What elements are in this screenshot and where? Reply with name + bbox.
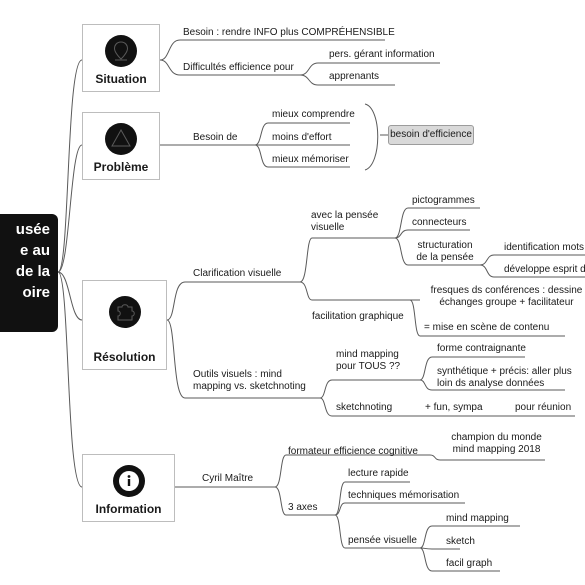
resolution-pensee-item[interactable]: pictogrammes [412, 195, 475, 206]
location-pin-icon [105, 35, 137, 67]
information-axes-item[interactable]: techniques mémorisation [348, 490, 460, 501]
resolution-facilitation-item[interactable]: = mise en scène de contenu [424, 322, 550, 333]
probleme-title: Problème [93, 160, 149, 174]
puzzle-piece-icon [108, 296, 141, 328]
probleme-item[interactable]: mieux comprendre [272, 109, 355, 120]
resolution-mindmapping-item[interactable]: forme contraignante [437, 343, 526, 354]
resolution-sketch-fun[interactable]: + fun, sympa [425, 402, 483, 413]
information-pensee-item[interactable]: facil graph [446, 558, 493, 569]
resolution-mindmapping-item[interactable]: synthétique + précis: aller plus loin ds… [437, 366, 572, 389]
resolution-title: Résolution [93, 350, 156, 364]
resolution-pensee-item[interactable]: connecteurs [412, 217, 467, 228]
resolution-pensee-item[interactable]: structuration de la pensée [416, 240, 474, 263]
probleme-item[interactable]: mieux mémoriser [272, 154, 349, 165]
probleme-node[interactable]: Problème [82, 112, 160, 180]
resolution-pensee-visuelle[interactable]: avec la pensée visuelle [311, 210, 379, 233]
probleme-item[interactable]: moins d'effort [272, 132, 332, 143]
information-pensee-item[interactable]: sketch [446, 536, 475, 547]
resolution-structuration-item[interactable]: développe esprit d [504, 264, 585, 275]
root-line: oire [22, 284, 50, 301]
root-node[interactable]: usée e au de la oire [0, 214, 58, 332]
situation-title: Situation [95, 72, 147, 86]
resolution-node[interactable]: Résolution [82, 280, 167, 370]
information-node[interactable]: Information [82, 454, 175, 522]
resolution-outils[interactable]: Outils visuels : mind mapping vs. sketch… [193, 369, 306, 392]
information-cyril[interactable]: Cyril Maître [202, 473, 254, 484]
resolution-sketch-reunion[interactable]: pour réunion [515, 402, 572, 413]
situation-node[interactable]: Situation [82, 24, 160, 92]
probleme-besoin[interactable]: Besoin de [193, 132, 238, 143]
resolution-clarification[interactable]: Clarification visuelle [193, 268, 282, 279]
root-line: e au [19, 242, 50, 259]
resolution-structuration-item[interactable]: identification mots [504, 242, 585, 253]
probleme-tag[interactable]: besoin d'efficience [388, 125, 474, 145]
situation-difficultes-item[interactable]: apprenants [329, 71, 380, 82]
information-axes[interactable]: 3 axes [288, 502, 318, 513]
root-line: usée [15, 221, 50, 238]
information-pensee-item[interactable]: mind mapping [446, 513, 509, 524]
resolution-facilitation[interactable]: facilitation graphique [312, 311, 404, 322]
warning-icon [105, 123, 137, 155]
situation-besoin[interactable]: Besoin : rendre INFO plus COMPRÉHENSIBLE [183, 27, 395, 38]
information-axes-item[interactable]: lecture rapide [348, 468, 409, 479]
resolution-sketchnoting[interactable]: sketchnoting [336, 402, 393, 413]
resolution-facilitation-item[interactable]: fresques ds conférences : dessine échang… [430, 285, 583, 308]
information-champion[interactable]: champion du monde mind mapping 2018 [451, 432, 542, 455]
information-formateur[interactable]: formateur efficience cognitive [288, 446, 418, 457]
resolution-mindmapping[interactable]: mind mapping pour TOUS ?? [336, 349, 401, 372]
information-axes-item[interactable]: pensée visuelle [348, 535, 417, 546]
situation-difficultes[interactable]: Difficultés efficience pour [183, 62, 294, 73]
info-icon [112, 465, 145, 497]
information-title: Information [95, 502, 162, 516]
situation-difficultes-item[interactable]: pers. gérant information [329, 49, 435, 60]
root-line: de la [15, 263, 50, 280]
